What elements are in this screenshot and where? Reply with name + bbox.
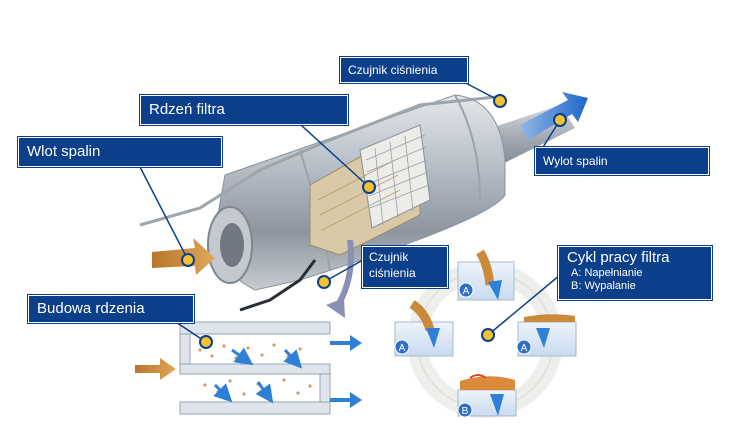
marker-cycle bbox=[481, 328, 495, 342]
label-sensor-bottom-line2: ciśnienia bbox=[369, 266, 416, 280]
sensor-line-bottom bbox=[239, 259, 317, 312]
marker-outlet bbox=[553, 113, 567, 127]
label-structure: Budowa rdzenia bbox=[28, 295, 194, 323]
label-sensor-bottom: Czujnik ciśnienia bbox=[362, 246, 448, 288]
markers bbox=[181, 94, 567, 349]
marker-inlet bbox=[181, 253, 195, 267]
label-core: Rdzeń filtra bbox=[140, 95, 348, 125]
label-inlet: Wlot spalin bbox=[18, 137, 222, 167]
core-outlet-arrow-bottom bbox=[330, 392, 362, 408]
label-inlet-text: Wlot spalin bbox=[27, 143, 101, 160]
cycle-cell-left bbox=[394, 300, 454, 357]
phase-badges: A A A B bbox=[394, 282, 532, 418]
label-structure-text: Budowa rdzenia bbox=[37, 300, 145, 317]
label-cycle-b: B: Wypalanie bbox=[571, 280, 636, 292]
core-structure-diagram bbox=[135, 321, 362, 415]
filter-unit bbox=[139, 92, 588, 318]
core-inlet-arrow bbox=[135, 358, 176, 380]
label-core-text: Rdzeń filtra bbox=[149, 101, 225, 118]
marker-core bbox=[362, 180, 376, 194]
badge-a-top: A bbox=[463, 286, 470, 297]
label-sensor-top-text: Czujnik ciśnienia bbox=[348, 63, 438, 77]
outlet-arrow bbox=[520, 92, 588, 140]
label-cycle-a: A: Napełnianie bbox=[571, 267, 643, 279]
sensor-line-top bbox=[139, 95, 496, 227]
badge-b-bottom: B bbox=[462, 406, 469, 417]
badge-a-right: A bbox=[521, 343, 528, 354]
marker-sensor-bottom bbox=[317, 275, 331, 289]
label-cycle-title: Cykl pracy filtra bbox=[567, 249, 670, 266]
core-outlet-arrow-top bbox=[330, 335, 362, 351]
marker-sensor-top bbox=[493, 94, 507, 108]
label-sensor-bottom-line1: Czujnik bbox=[369, 250, 409, 264]
label-outlet: Wylot spalin bbox=[535, 147, 709, 175]
filter-core-cutaway bbox=[309, 124, 431, 256]
label-sensor-top: Czujnik ciśnienia bbox=[340, 57, 468, 83]
label-outlet-text: Wylot spalin bbox=[543, 154, 608, 168]
badge-a-left: A bbox=[399, 343, 406, 354]
label-cycle: Cykl pracy filtra A: Napełnianie B: Wypa… bbox=[558, 246, 712, 300]
marker-structure bbox=[199, 335, 213, 349]
